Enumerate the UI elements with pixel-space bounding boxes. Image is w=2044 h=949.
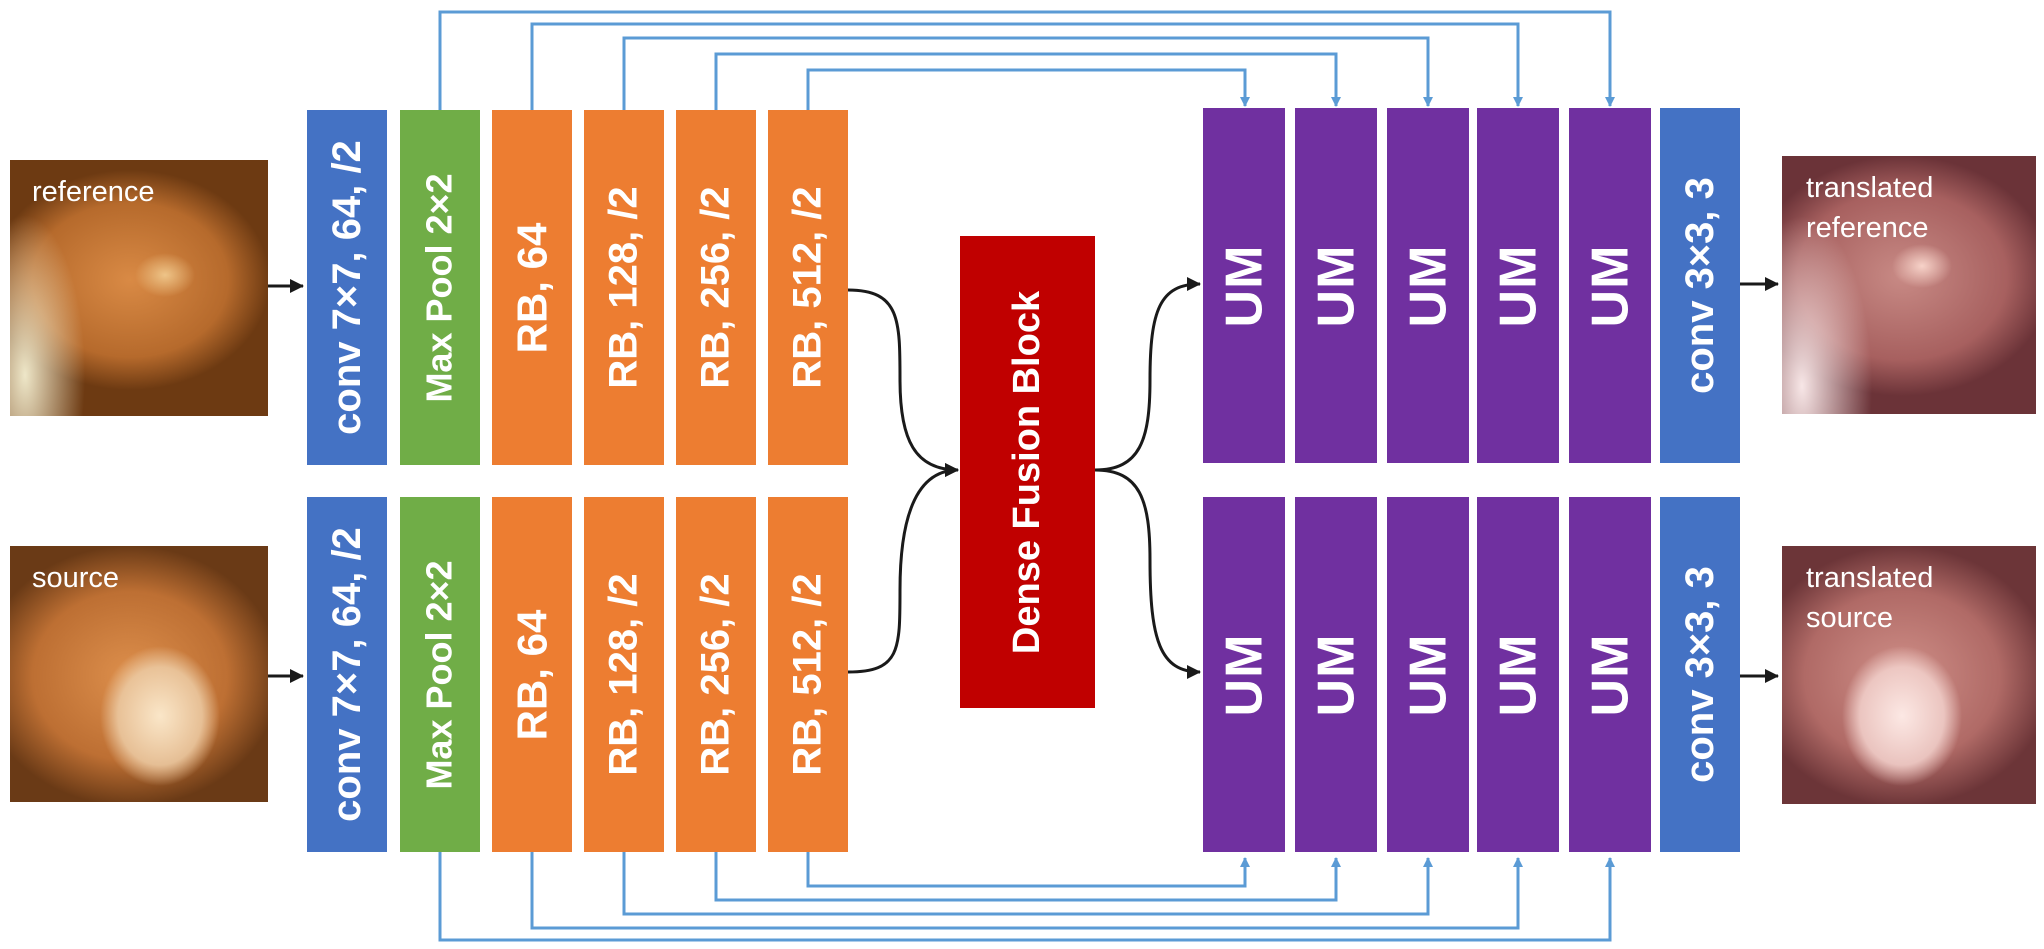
um-label: UM [1215, 244, 1273, 327]
rb-64-block-top: RB, 64 [492, 110, 572, 465]
um-label: UM [1581, 633, 1639, 716]
rb-512-label: RB, 512, /2 [785, 573, 830, 776]
rb-64-label: RB, 64 [508, 222, 555, 353]
conv-3x3-block-top: conv 3×3, 3 [1660, 108, 1740, 463]
skip-connections-top [438, 10, 1615, 112]
rb-512-block-bottom: RB, 512, /2 [768, 497, 848, 852]
rb-64-label: RB, 64 [508, 609, 555, 740]
dense-fusion-label: Dense Fusion Block [1006, 290, 1049, 654]
um-label: UM [1489, 633, 1547, 716]
rb-128-block-top: RB, 128, /2 [584, 110, 664, 465]
rb-128-label: RB, 128, /2 [601, 186, 646, 389]
maxpool-block-bottom: Max Pool 2×2 [400, 497, 480, 852]
um-label: UM [1399, 244, 1457, 327]
um-block-top-2: UM [1295, 108, 1377, 463]
conv-7x7-label: conv 7×7, 64, /2 [324, 140, 369, 435]
rb-256-block-bottom: RB, 256, /2 [676, 497, 756, 852]
conv-7x7-block-bottom: conv 7×7, 64, /2 [307, 497, 387, 852]
conv-3x3-block-bottom: conv 3×3, 3 [1660, 497, 1740, 852]
um-block-bottom-5: UM [1569, 497, 1651, 852]
rb-256-label: RB, 256, /2 [693, 573, 738, 776]
source-label: source [32, 562, 120, 594]
translated-source-label: translated source [1806, 562, 1934, 634]
maxpool-label: Max Pool 2×2 [419, 172, 461, 403]
reference-image: reference [10, 160, 268, 416]
source-image: source [10, 546, 268, 802]
um-label: UM [1489, 244, 1547, 327]
um-block-bottom-1: UM [1203, 497, 1285, 852]
rb-128-block-bottom: RB, 128, /2 [584, 497, 664, 852]
um-block-top-3: UM [1387, 108, 1469, 463]
conv-7x7-label: conv 7×7, 64, /2 [324, 527, 369, 822]
um-block-top-1: UM [1203, 108, 1285, 463]
conv-7x7-block-top: conv 7×7, 64, /2 [307, 110, 387, 465]
rb-64-block-bottom: RB, 64 [492, 497, 572, 852]
um-block-bottom-2: UM [1295, 497, 1377, 852]
translated-reference-label: translated reference [1806, 172, 1934, 244]
um-block-top-5: UM [1569, 108, 1651, 463]
rb-128-label: RB, 128, /2 [601, 573, 646, 776]
rb-512-label: RB, 512, /2 [785, 186, 830, 389]
um-block-bottom-4: UM [1477, 497, 1559, 852]
rb-256-block-top: RB, 256, /2 [676, 110, 756, 465]
reference-label: reference [32, 176, 155, 208]
dense-fusion-block: Dense Fusion Block [960, 236, 1095, 708]
translated-source-image: translated source [1782, 546, 2036, 804]
maxpool-label: Max Pool 2×2 [419, 559, 461, 790]
rb-512-block-top: RB, 512, /2 [768, 110, 848, 465]
translated-reference-image: translated reference [1782, 156, 2036, 414]
um-label: UM [1215, 633, 1273, 716]
um-block-top-4: UM [1477, 108, 1559, 463]
rb-256-label: RB, 256, /2 [693, 186, 738, 389]
conv-3x3-label: conv 3×3, 3 [1677, 177, 1722, 394]
skip-connections-bottom [438, 852, 1615, 942]
um-label: UM [1307, 244, 1365, 327]
um-label: UM [1581, 244, 1639, 327]
conv-3x3-label: conv 3×3, 3 [1677, 566, 1722, 783]
um-block-bottom-3: UM [1387, 497, 1469, 852]
um-label: UM [1399, 633, 1457, 716]
um-label: UM [1307, 633, 1365, 716]
maxpool-block-top: Max Pool 2×2 [400, 110, 480, 465]
flow-arrows [268, 277, 1779, 683]
